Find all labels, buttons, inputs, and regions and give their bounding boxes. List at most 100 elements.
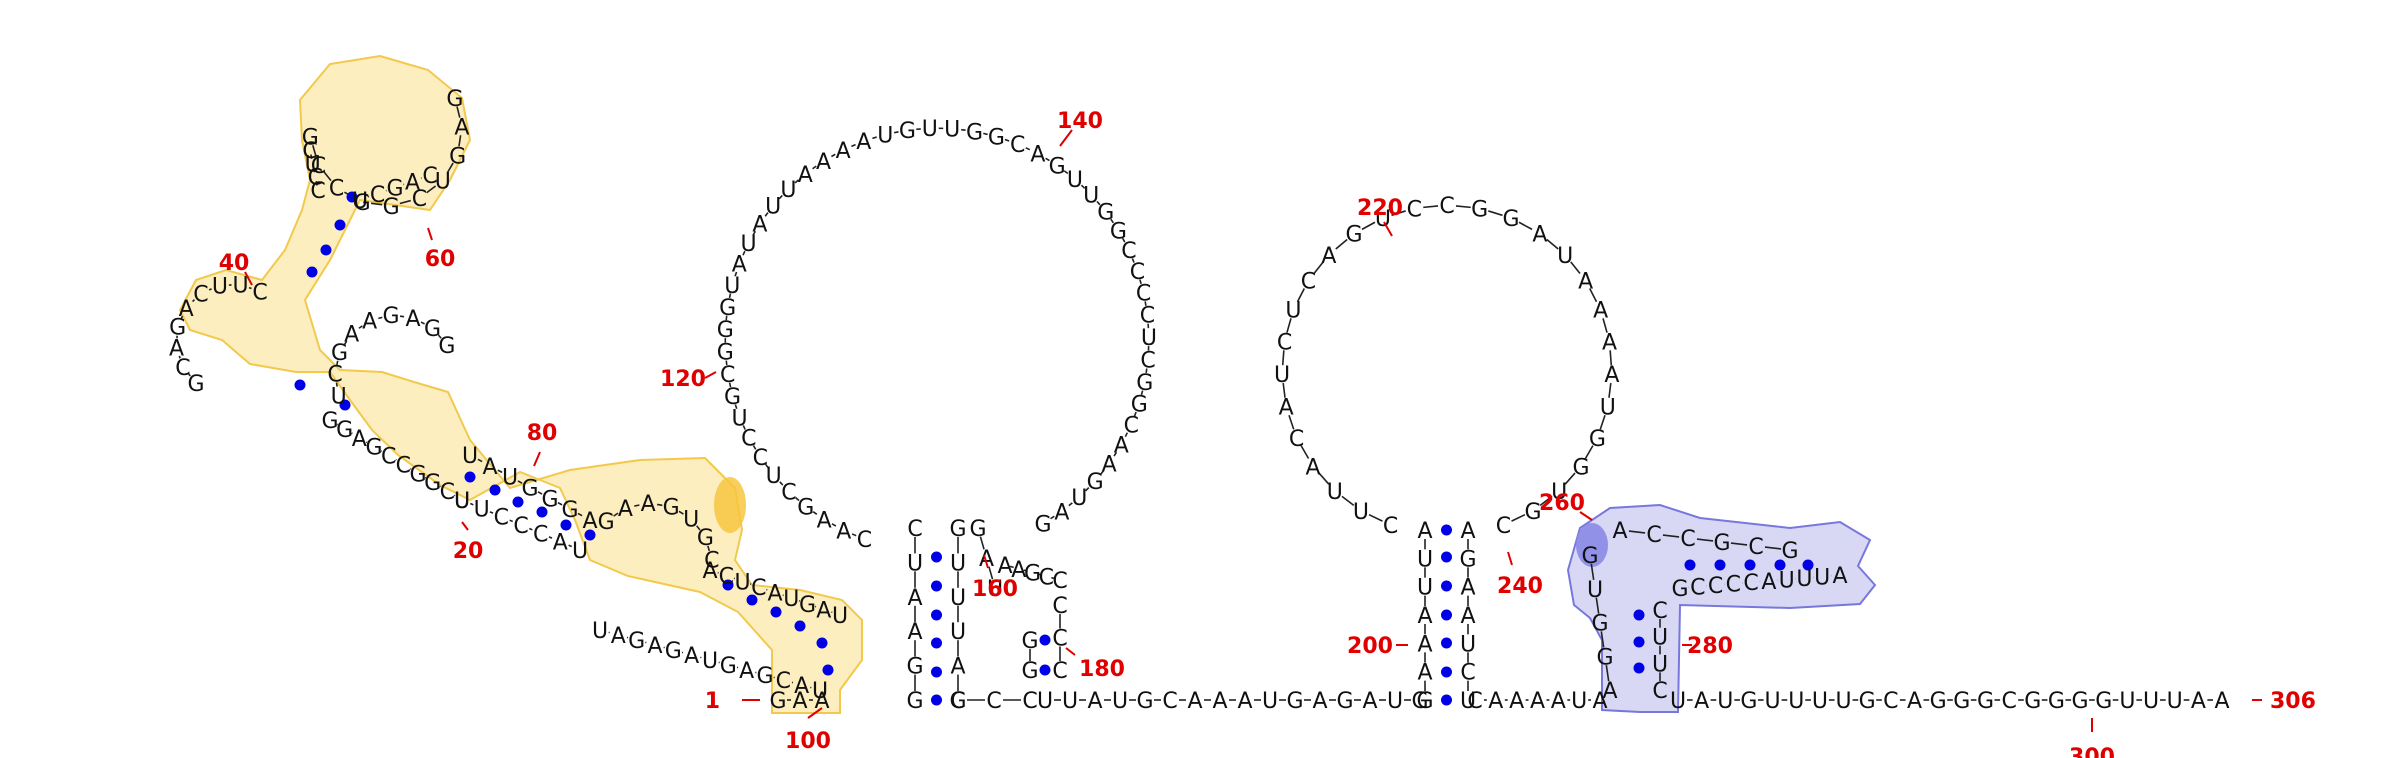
hairpin-right-nucleotide: U	[352, 189, 368, 214]
stem-120-right-nucleotide: A	[950, 655, 965, 680]
helix-return-nucleotide: G	[756, 664, 773, 689]
domain-5p-left-nucleotide: G	[409, 462, 426, 487]
backbone-segment	[509, 519, 514, 523]
internal-loop-5p-nucleotide: U	[232, 274, 248, 299]
backbone-segment	[1391, 210, 1406, 217]
highlight-blue-region	[1566, 503, 1877, 713]
helix-80-nucleotide: A	[582, 509, 597, 534]
backbone-segment	[1100, 470, 1105, 475]
three-prime-tail-nucleotide: G	[1859, 689, 1876, 714]
hairpin-loop-220-nucleotide: U	[1353, 500, 1369, 525]
pseudoknot-left-nucleotide: G	[1596, 645, 1613, 670]
backbone-segment	[983, 132, 988, 136]
numbering-tick	[1579, 511, 1593, 521]
backbone-segment	[1045, 157, 1050, 162]
three-prime-tail-nucleotide: A	[2214, 689, 2229, 714]
backbone-segment	[1539, 495, 1553, 506]
backbone-segment	[851, 533, 857, 537]
big-hairpin-loop-nucleotide: G	[1097, 201, 1114, 226]
pseudoknot-loop-top-nucleotide: A	[1612, 519, 1627, 544]
linker-main-nucleotide: A	[1312, 689, 1327, 714]
helix-20-nucleotide: U	[454, 489, 470, 514]
helix-return-nucleotide: G	[720, 654, 737, 679]
helix-90-nucleotide: U	[783, 587, 799, 612]
helix-90-nucleotide: C	[719, 565, 734, 590]
backbone-segment	[1063, 170, 1069, 175]
loop-domain-right-nucleotide: G	[697, 526, 714, 551]
pseudoknot-right-nucleotide: C	[1652, 599, 1667, 624]
numbering-tick	[1507, 551, 1513, 566]
backbone-segment	[752, 230, 757, 236]
backbone-segment	[1605, 665, 1610, 682]
position-label-60: 60	[425, 247, 456, 272]
internal-loop-20-nucleotide: G	[438, 334, 455, 359]
backbone-segment	[312, 145, 317, 157]
loop-domain-right-nucleotide: G	[598, 510, 615, 535]
big-hairpin-loop-nucleotide: C	[1124, 414, 1139, 439]
three-prime-tail-nucleotide: U	[2167, 689, 2183, 714]
backbone-segment	[489, 511, 494, 514]
five-prime-start-nucleotide: A	[814, 689, 829, 714]
three-prime-tail-nucleotide: A	[2191, 689, 2206, 714]
big-hairpin-loop-nucleotide: G	[1087, 470, 1104, 495]
backbone-segment	[1518, 221, 1533, 231]
stem-120-right-nucleotide: G	[949, 517, 966, 542]
three-prime-tail-nucleotide: U	[1717, 689, 1733, 714]
backbone-segment	[446, 162, 454, 174]
big-hairpin-loop-nucleotide: U	[1067, 168, 1083, 193]
position-label-240: 240	[1497, 574, 1543, 599]
backbone-segment	[497, 469, 503, 474]
stem-200-right-nucleotide: U	[1460, 632, 1476, 657]
backbone-segment	[458, 135, 462, 147]
base-pair-dot	[584, 529, 596, 541]
three-prime-tail-nucleotide: U	[1670, 689, 1686, 714]
linker-main-nucleotide: U	[1112, 689, 1128, 714]
linker-main-nucleotide: A	[1362, 689, 1377, 714]
hairpin-loop-220-nucleotide: C	[1383, 514, 1398, 539]
big-hairpin-loop-nucleotide: G	[724, 385, 741, 410]
base-pair-dot	[294, 379, 306, 391]
hairpin-left-nucleotide: C	[302, 139, 317, 164]
backbone-segment	[1037, 573, 1042, 576]
helix-90-nucleotide: C	[751, 576, 766, 601]
stem-200-right-nucleotide: G	[1459, 547, 1476, 572]
pseudoknot-loop-bottom-nucleotide: C	[1690, 576, 1705, 601]
internal-loop-20-nucleotide: A	[406, 307, 421, 332]
hairpin-right-nucleotide: A	[405, 170, 420, 195]
pseudoknot-left-nucleotide: G	[1591, 612, 1608, 637]
hairpin-loop-5p-nucleotide: C	[412, 187, 427, 212]
big-hairpin-loop-nucleotide: A	[817, 508, 832, 533]
backbone-segment	[187, 373, 191, 377]
numbering-tick	[1383, 221, 1393, 237]
backbone-segment	[1300, 445, 1310, 459]
big-hairpin-loop-nucleotide: A	[732, 252, 747, 277]
backbone-segment	[323, 171, 332, 182]
backbone-segment	[1286, 318, 1292, 333]
stem-200-left-nucleotide: U	[1417, 547, 1433, 572]
stem-200-right-nucleotide: C	[1460, 661, 1475, 686]
big-hairpin-loop-nucleotide: G	[719, 296, 736, 321]
internal-loop-5p-nucleotide: G	[169, 316, 186, 341]
base-pair-dot	[1774, 559, 1786, 571]
small-bulge-nucleotide: G	[969, 517, 986, 542]
big-hairpin-loop-nucleotide: A	[1114, 434, 1129, 459]
hairpin-loop-220-nucleotide: U	[1557, 244, 1573, 269]
backbone-lines	[176, 106, 2213, 701]
backbone-segment	[1696, 538, 1714, 542]
linker-main-nucleotide: A	[1212, 689, 1227, 714]
helix-80-nucleotide: G	[541, 487, 558, 512]
backbone-segment	[568, 544, 573, 548]
pseudoknot-loop-bottom-nucleotide: U	[1779, 568, 1795, 593]
backbone-segment	[1096, 200, 1101, 206]
base-pair-dot	[464, 471, 476, 483]
base-pair-dot	[1633, 609, 1645, 621]
small-hairpin-top-nucleotide: A	[997, 554, 1012, 579]
big-hairpin-loop-nucleotide: A	[816, 150, 831, 175]
stem-200-left-nucleotide: A	[1417, 632, 1432, 657]
position-label-260: 260	[1539, 491, 1585, 516]
internal-loop-20-nucleotide: U	[331, 385, 347, 410]
pseudoknot-loop-bottom-nucleotide: C	[1726, 573, 1741, 598]
big-hairpin-loop-nucleotide: C	[1121, 239, 1136, 264]
position-label-20: 20	[453, 539, 484, 564]
backbone-segment	[764, 212, 769, 217]
